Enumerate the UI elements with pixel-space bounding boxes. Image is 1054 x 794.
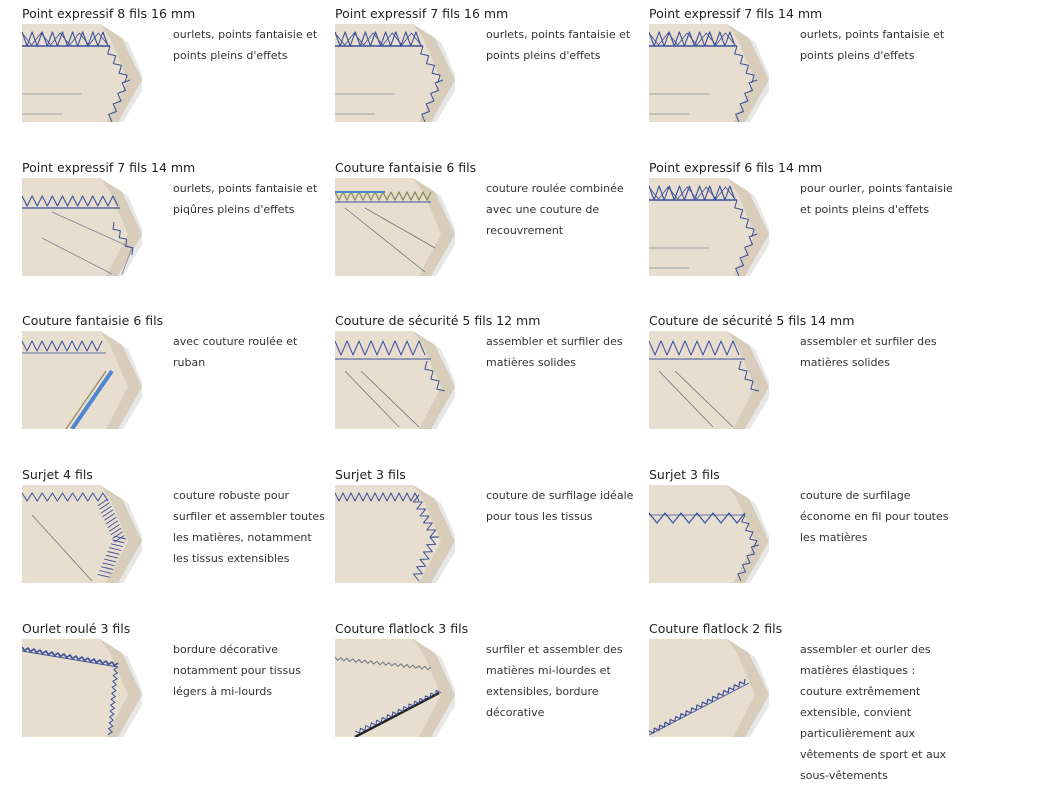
stitch-card: Surjet 3 fils couture de surfilage écono… <box>649 467 959 617</box>
stitch-card: Point expressif 7 fils 16 mm ourlets, po… <box>335 6 645 156</box>
overlock-swatch-icon <box>335 485 455 583</box>
overlock-swatch-icon <box>22 639 142 737</box>
stitch-title: Point expressif 7 fils 16 mm <box>335 6 509 21</box>
stitch-title: Couture de sécurité 5 fils 14 mm <box>649 313 855 328</box>
stitch-card: Couture flatlock 3 fils surfiler et asse… <box>335 621 645 771</box>
stitch-card: Surjet 3 fils couture de surfilage idéal… <box>335 467 645 617</box>
overlock-swatch-icon <box>22 178 142 276</box>
stitch-title: Point expressif 7 fils 14 mm <box>649 6 823 21</box>
overlock-swatch-icon <box>649 485 769 583</box>
stitch-card: Point expressif 7 fils 14 mm ourlets, po… <box>649 6 959 156</box>
stitch-description: avec couture roulée et ruban <box>173 335 298 369</box>
stitch-card: Surjet 4 fils couture robuste pour surfi… <box>22 467 332 617</box>
stitch-title: Couture fantaisie 6 fils <box>22 313 164 328</box>
overlock-swatch-icon <box>649 178 769 276</box>
stitch-card: Couture de sécurité 5 fils 12 mm assembl… <box>335 313 645 463</box>
stitch-description: couture de surfilage économe en fil pour… <box>800 489 949 544</box>
stitch-description: pour ourler, points fantaisie et points … <box>800 182 953 216</box>
stitch-title: Surjet 4 fils <box>22 467 93 482</box>
overlock-swatch-icon <box>22 24 142 122</box>
stitch-description: couture de surfilage idéale pour tous le… <box>486 489 634 523</box>
stitch-title: Surjet 3 fils <box>335 467 406 482</box>
stitch-description: couture robuste pour surfiler et assembl… <box>173 489 325 565</box>
stitch-card: Couture de sécurité 5 fils 14 mm assembl… <box>649 313 959 463</box>
stitch-card: Couture flatlock 2 fils assembler et our… <box>649 621 959 782</box>
overlock-swatch-icon <box>649 639 769 737</box>
overlock-swatch-icon <box>22 485 142 583</box>
overlock-swatch-icon <box>649 24 769 122</box>
stitch-description: assembler et surfiler des matières solid… <box>800 335 937 369</box>
stitch-description: surfiler et assembler des matières mi-lo… <box>486 643 623 719</box>
stitch-title: Point expressif 7 fils 14 mm <box>22 160 196 175</box>
overlock-swatch-icon <box>649 331 769 429</box>
stitch-card: Couture fantaisie 6 fils avec couture ro… <box>22 313 332 463</box>
stitch-description: couture roulée combinée avec une couture… <box>486 182 624 237</box>
stitch-card: Ourlet roulé 3 fils bordure décorative n… <box>22 621 332 771</box>
stitch-card: Couture fantaisie 6 fils couture roulée … <box>335 160 645 310</box>
overlock-swatch-icon <box>335 178 455 276</box>
stitch-title: Couture fantaisie 6 fils <box>335 160 477 175</box>
stitch-title: Couture flatlock 3 fils <box>335 621 469 636</box>
overlock-swatch-icon <box>22 331 142 429</box>
stitch-card: Point expressif 8 fils 16 mm ourlets, po… <box>22 6 332 156</box>
stitch-title: Point expressif 6 fils 14 mm <box>649 160 823 175</box>
stitch-description: bordure décorative notamment pour tissus… <box>173 643 301 698</box>
stitch-title: Point expressif 8 fils 16 mm <box>22 6 196 21</box>
overlock-swatch-icon <box>335 639 455 737</box>
stitch-title: Surjet 3 fils <box>649 467 720 482</box>
overlock-swatch-icon <box>335 331 455 429</box>
stitch-card: Point expressif 6 fils 14 mm pour ourler… <box>649 160 959 310</box>
overlock-swatch-icon <box>335 24 455 122</box>
stitch-card: Point expressif 7 fils 14 mm ourlets, po… <box>22 160 332 310</box>
stitch-description: ourlets, points fantaisie et piqûres ple… <box>173 182 318 216</box>
stitch-title: Couture flatlock 2 fils <box>649 621 783 636</box>
stitch-description: ourlets, points fantaisie et points plei… <box>486 28 631 62</box>
stitch-description: ourlets, points fantaisie et points plei… <box>800 28 945 62</box>
stitch-title: Couture de sécurité 5 fils 12 mm <box>335 313 541 328</box>
stitch-title: Ourlet roulé 3 fils <box>22 621 131 636</box>
stitch-description: ourlets, points fantaisie et points plei… <box>173 28 318 62</box>
stitch-description: assembler et surfiler des matières solid… <box>486 335 623 369</box>
stitch-description: assembler et ourler des matières élastiq… <box>800 643 947 782</box>
